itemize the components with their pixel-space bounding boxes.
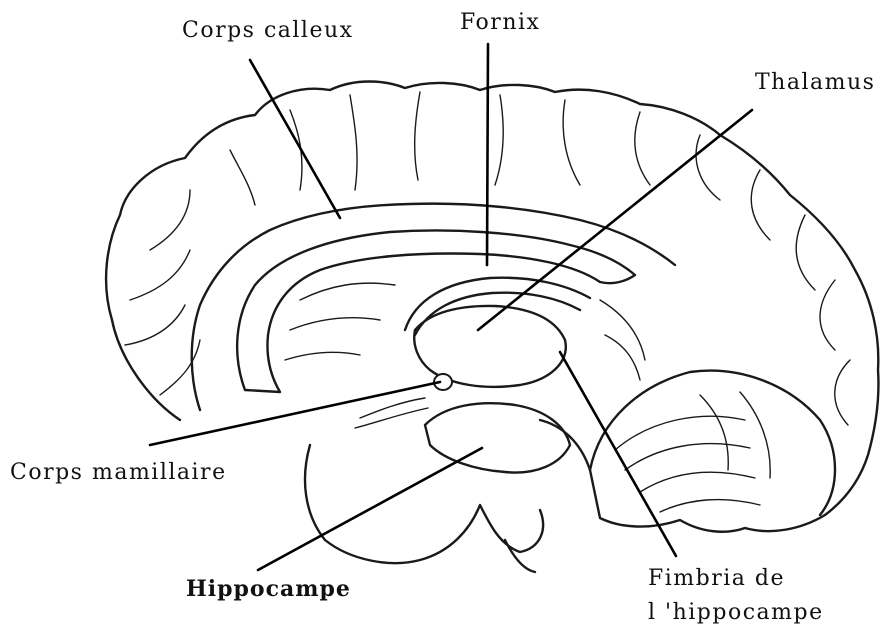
thalamus-shape — [414, 306, 566, 387]
label-fimbria-line2: l 'hippocampe — [648, 600, 824, 626]
stem-tail — [505, 540, 535, 572]
medial-surface-border — [192, 204, 675, 410]
label-corps-mamillaire: Corps mamillaire — [10, 460, 227, 486]
cerebellum-folia — [615, 392, 770, 512]
label-fimbria-line1: Fimbria de — [648, 566, 785, 592]
hippocampus-shape — [425, 403, 570, 472]
leader-thalamus — [478, 110, 752, 330]
label-thalamus: Thalamus — [755, 70, 875, 96]
label-fornix: Fornix — [460, 10, 540, 36]
leader-hippocampe — [258, 448, 482, 570]
leader-corps-mamillaire — [150, 382, 440, 445]
optic-strands — [355, 398, 428, 428]
cerebellum-outline — [590, 371, 835, 515]
leader-fornix — [487, 44, 488, 265]
leader-corps-calleux — [250, 60, 340, 218]
label-corps-calleux: Corps calleux — [182, 18, 354, 44]
label-hippocampe: Hippocampe — [186, 576, 351, 602]
